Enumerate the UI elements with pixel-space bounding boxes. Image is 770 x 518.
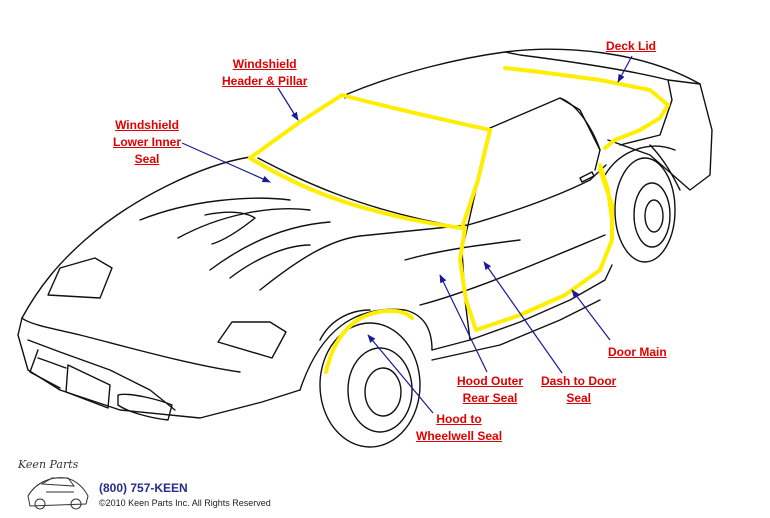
label-hood-outer-line2: Rear Seal xyxy=(462,391,518,405)
label-hood-outer[interactable]: Hood Outer Rear Seal xyxy=(457,373,523,407)
label-windshield-lower-line2: Lower Inner xyxy=(113,135,182,149)
label-door-main-line1: Door Main xyxy=(608,345,667,359)
label-deck-lid-line1: Deck Lid xyxy=(606,39,657,53)
label-deck-lid[interactable]: Deck Lid xyxy=(606,38,656,55)
arrow-door-main xyxy=(571,289,611,341)
label-windshield-header-line2: Header & Pillar xyxy=(222,74,308,88)
label-dash-to-door-line2: Seal xyxy=(566,391,592,405)
arrow-dash-to-door xyxy=(483,261,563,374)
keen-parts-logo: Keen Parts xyxy=(18,458,79,471)
label-dash-to-door[interactable]: Dash to Door Seal xyxy=(541,373,616,407)
deck-lid-seal xyxy=(503,66,670,150)
copyright-text: ©2010 Keen Parts Inc. All Rights Reserve… xyxy=(99,498,271,508)
dash-to-door-seal xyxy=(458,168,614,332)
seal-highlights xyxy=(248,66,670,374)
phone-number: (800) 757-KEEN xyxy=(99,481,188,495)
arrow-hood-outer xyxy=(439,274,488,373)
label-hood-to-wheelwell[interactable]: Hood to Wheelwell Seal xyxy=(416,411,502,445)
arrow-windshield-header xyxy=(277,87,299,121)
label-hood-outer-line1: Hood Outer xyxy=(457,374,523,388)
leader-arrows xyxy=(181,55,633,414)
door-main-seal xyxy=(598,163,614,222)
label-windshield-header-line1: Windshield xyxy=(232,57,297,71)
label-hood-to-wheelwell-line2: Wheelwell Seal xyxy=(416,429,503,443)
label-windshield-lower[interactable]: Windshield Lower Inner Seal xyxy=(113,117,181,168)
label-door-main[interactable]: Door Main xyxy=(608,344,667,361)
hood-to-wheelwell-seal xyxy=(324,309,414,374)
arrow-deck-lid xyxy=(617,55,633,83)
windshield-lower-seal xyxy=(248,156,464,230)
arrow-windshield-lower xyxy=(181,142,271,183)
arrow-hood-to-wheelwell xyxy=(367,334,434,414)
windshield-header-seal xyxy=(248,93,492,230)
keen-logo-car xyxy=(27,477,89,510)
label-hood-to-wheelwell-line1: Hood to xyxy=(436,412,482,426)
label-windshield-lower-line1: Windshield xyxy=(115,118,179,132)
label-windshield-header[interactable]: Windshield Header & Pillar xyxy=(222,56,307,90)
label-windshield-lower-line3: Seal xyxy=(134,152,160,166)
label-dash-to-door-line1: Dash to Door xyxy=(541,374,617,388)
